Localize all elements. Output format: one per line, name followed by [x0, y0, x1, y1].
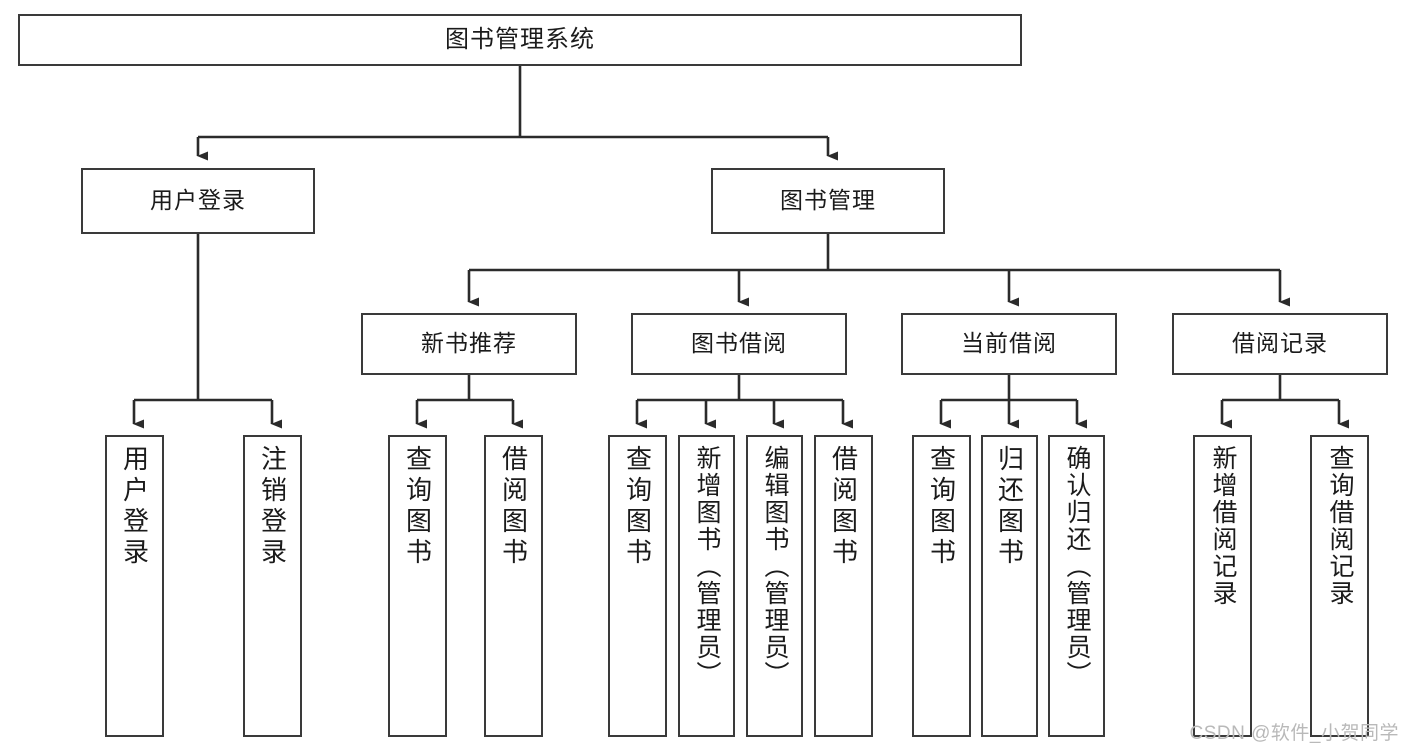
node-user-login[interactable]: 用户登录	[81, 168, 315, 234]
node-label: 新书推荐	[421, 330, 517, 357]
csdn-watermark: CSDN @软件_小贺同学	[1189, 723, 1399, 744]
node-current-borrow[interactable]: 当前借阅	[901, 313, 1117, 375]
node-label: 编辑图书（管理员）	[761, 445, 789, 688]
node-book-management[interactable]: 图书管理	[711, 168, 945, 234]
node-label: 借阅图书	[498, 445, 529, 569]
node-label: 借阅记录	[1232, 330, 1328, 357]
leaf-query-borrow-record[interactable]: 查询借阅记录	[1310, 435, 1369, 737]
node-label: 查询图书	[622, 445, 653, 569]
leaf-borrow-book[interactable]: 借阅图书	[814, 435, 873, 737]
node-label: 新增图书（管理员）	[693, 445, 721, 688]
leaf-user-login[interactable]: 用户登录	[105, 435, 164, 737]
leaf-borrow-book-recommend[interactable]: 借阅图书	[484, 435, 543, 737]
node-label: 查询图书	[926, 445, 957, 569]
leaf-add-book-admin[interactable]: 新增图书（管理员）	[678, 435, 735, 737]
node-label: 新增借阅记录	[1209, 445, 1237, 607]
leaf-logout[interactable]: 注销登录	[243, 435, 302, 737]
node-label: 用户登录	[119, 445, 150, 569]
node-label: 注销登录	[257, 445, 288, 569]
node-borrow-record[interactable]: 借阅记录	[1172, 313, 1388, 375]
node-label: 图书管理	[780, 187, 876, 214]
node-label: 用户登录	[150, 187, 246, 214]
node-label: 查询图书	[402, 445, 433, 569]
node-new-book-recommend[interactable]: 新书推荐	[361, 313, 577, 375]
node-label: 当前借阅	[961, 330, 1057, 357]
node-label: 查询借阅记录	[1326, 445, 1354, 607]
node-label: 归还图书	[994, 445, 1025, 569]
leaf-edit-book-admin[interactable]: 编辑图书（管理员）	[746, 435, 803, 737]
leaf-confirm-return-admin[interactable]: 确认归还（管理员）	[1048, 435, 1105, 737]
node-label: 图书借阅	[691, 330, 787, 357]
leaf-add-borrow-record[interactable]: 新增借阅记录	[1193, 435, 1252, 737]
node-label: 图书管理系统	[445, 25, 595, 53]
node-root-book-management-system[interactable]: 图书管理系统	[18, 14, 1022, 66]
leaf-return-book[interactable]: 归还图书	[981, 435, 1038, 737]
node-book-borrow[interactable]: 图书借阅	[631, 313, 847, 375]
leaf-query-book-current[interactable]: 查询图书	[912, 435, 971, 737]
leaf-query-book-borrow[interactable]: 查询图书	[608, 435, 667, 737]
leaf-query-book-recommend[interactable]: 查询图书	[388, 435, 447, 737]
node-label: 确认归还（管理员）	[1063, 445, 1091, 688]
node-label: 借阅图书	[828, 445, 859, 569]
